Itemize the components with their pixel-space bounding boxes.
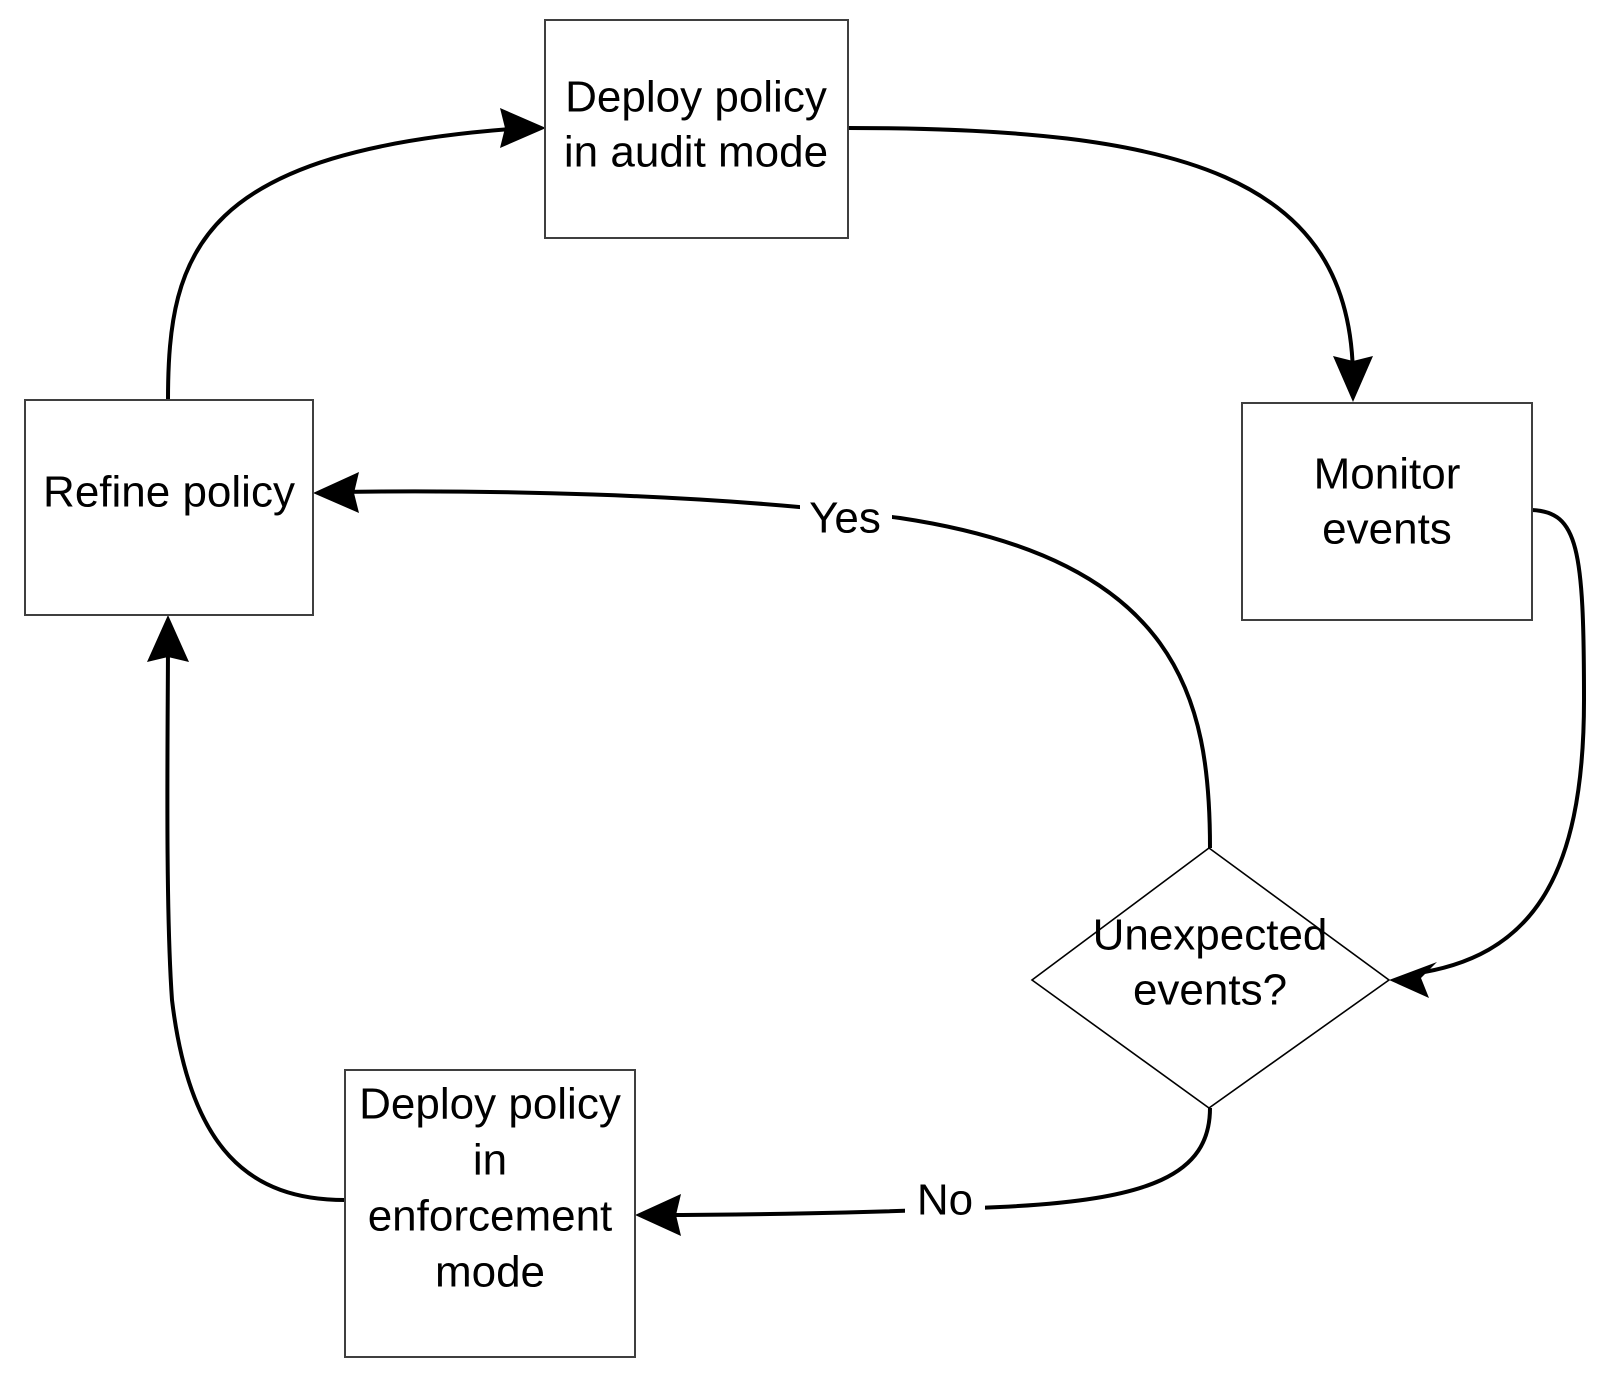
edge-no-label-backdrop (905, 1178, 985, 1226)
node-deploy-audit[interactable]: Deploy policy in audit mode (544, 19, 849, 239)
node-deploy-enforcement[interactable]: Deploy policy in enforcement mode (344, 1069, 636, 1358)
node-deploy-enforcement-line-3: enforcement (368, 1192, 613, 1241)
node-unexpected-events-line-2: events? (1133, 966, 1287, 1015)
edge-enforcement-to-refine-path (165, 637, 346, 1202)
edge-refine-to-audit-arrowhead (500, 108, 546, 148)
node-monitor-events-line-2: events (1322, 505, 1452, 554)
edge-decision-yes-to-refine-path (334, 489, 1212, 849)
edge-enforcement-to-refine (147, 615, 346, 1202)
node-refine-policy[interactable]: Refine policy (24, 399, 314, 616)
edge-audit-to-monitor-path (847, 126, 1355, 381)
node-deploy-enforcement-line-4: mode (435, 1248, 545, 1297)
node-unexpected-events-shape[interactable] (1030, 847, 1391, 1109)
node-monitor-events[interactable]: Monitor events (1241, 402, 1533, 621)
node-deploy-enforcement-line-1: Deploy policy (359, 1080, 621, 1129)
edge-decision-no-to-enforcement: No (635, 1107, 1212, 1236)
node-deploy-audit-line-1: Deploy policy (565, 73, 827, 122)
node-unexpected-events-line-1: Unexpected (1093, 911, 1328, 960)
node-monitor-events-line-1: Monitor (1314, 450, 1461, 499)
node-deploy-audit-shape[interactable] (544, 19, 849, 239)
edge-decision-yes-to-refine-arrowhead (313, 472, 359, 513)
node-deploy-audit-line-2: in audit mode (564, 128, 828, 177)
node-deploy-enforcement-line-2: in (473, 1136, 507, 1185)
edge-label-yes: Yes (809, 494, 881, 543)
edge-decision-no-to-enforcement-arrowhead (635, 1194, 681, 1236)
edge-monitor-to-decision-arrowhead (1389, 962, 1437, 998)
edge-enforcement-to-refine-arrowhead (147, 615, 189, 662)
node-monitor-events-shape[interactable] (1241, 402, 1533, 621)
edge-monitor-to-decision (1389, 508, 1587, 998)
edge-label-no: No (917, 1176, 973, 1225)
node-deploy-enforcement-shape[interactable] (344, 1069, 636, 1358)
node-refine-policy-line-1: Refine policy (43, 468, 295, 517)
edge-refine-to-audit-path (166, 126, 526, 401)
edge-yes-label-backdrop (800, 496, 892, 544)
node-refine-policy-shape[interactable] (24, 399, 314, 616)
edge-refine-to-audit (166, 108, 546, 401)
edge-audit-to-monitor-arrowhead (1333, 356, 1373, 402)
edge-monitor-to-decision-path (1411, 508, 1587, 976)
node-unexpected-events[interactable]: Unexpected events? (1030, 847, 1391, 1109)
edge-decision-yes-to-refine: Yes (313, 472, 1212, 849)
edge-audit-to-monitor (847, 126, 1373, 402)
edge-decision-no-to-enforcement-path (656, 1107, 1212, 1217)
